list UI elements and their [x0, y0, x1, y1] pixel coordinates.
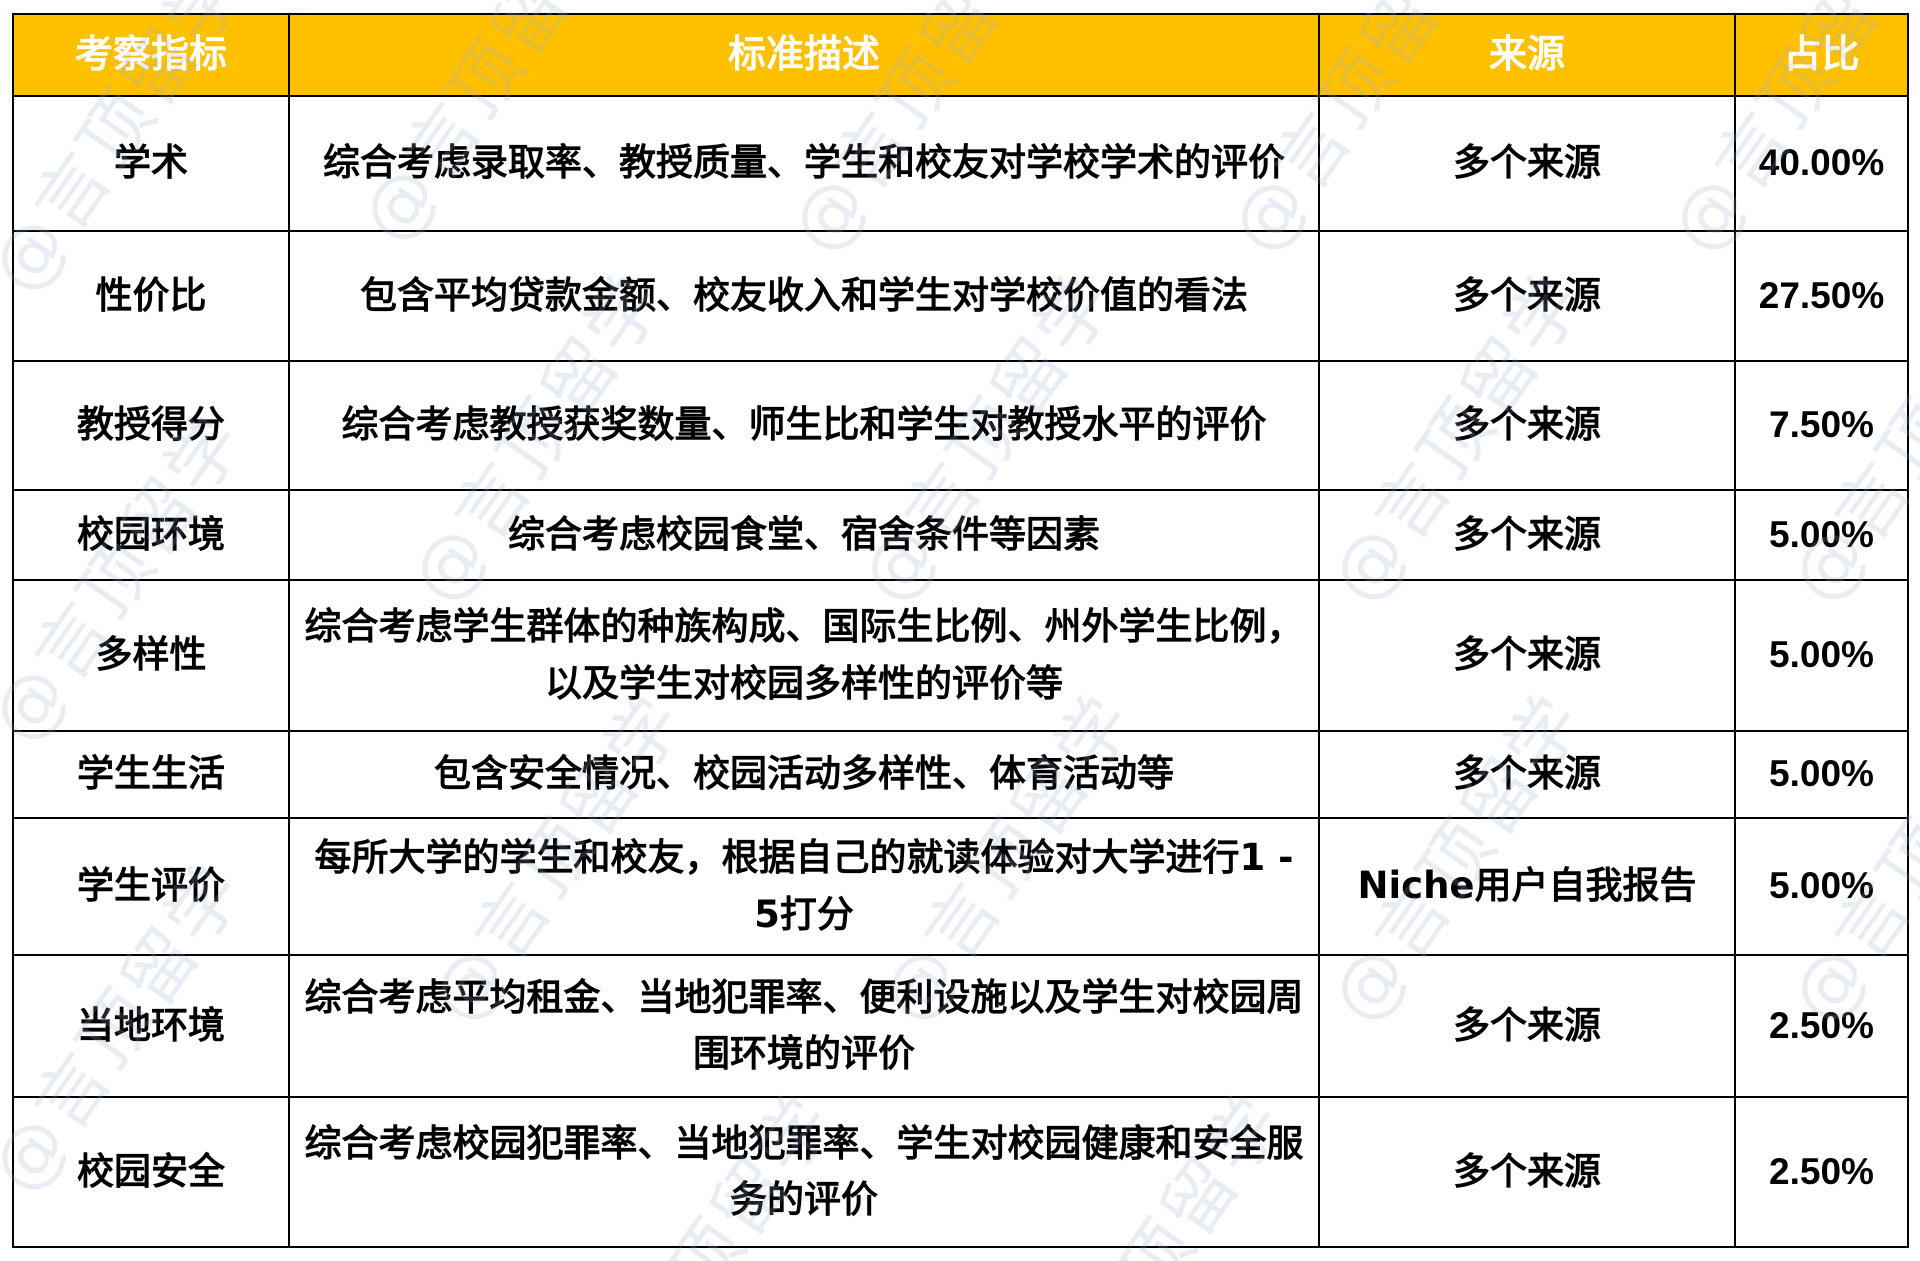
table-row: 学生评价 每所大学的学生和校友，根据自己的就读体验对大学进行1 - 5打分 Ni… — [12, 817, 1909, 956]
weight-cell: 5.00% — [1734, 730, 1909, 819]
weight-cell: 7.50% — [1734, 360, 1909, 491]
weight-cell: 5.00% — [1734, 489, 1909, 581]
table-row: 当地环境 综合考虑平均租金、当地犯罪率、便利设施以及学生对校园周围环境的评价 多… — [12, 954, 1909, 1098]
indicator-cell: 当地环境 — [12, 954, 290, 1098]
indicator-cell: 学术 — [12, 95, 290, 232]
source-cell: Niche用户自我报告 — [1318, 817, 1736, 956]
indicator-cell: 校园安全 — [12, 1096, 290, 1248]
source-cell: 多个来源 — [1318, 489, 1736, 581]
indicator-cell: 多样性 — [12, 579, 290, 732]
header-row: 考察指标 标准描述 来源 占比 — [12, 13, 1909, 97]
table-row: 多样性 综合考虑学生群体的种族构成、国际生比例、州外学生比例，以及学生对校园多样… — [12, 579, 1909, 732]
indicator-cell: 性价比 — [12, 230, 290, 362]
source-cell: 多个来源 — [1318, 95, 1736, 232]
description-cell: 综合考虑校园食堂、宿舍条件等因素 — [288, 489, 1320, 581]
indicator-cell: 学生评价 — [12, 817, 290, 956]
indicator-cell: 教授得分 — [12, 360, 290, 491]
description-cell: 包含平均贷款金额、校友收入和学生对学校价值的看法 — [288, 230, 1320, 362]
description-cell: 包含安全情况、校园活动多样性、体育活动等 — [288, 730, 1320, 819]
source-cell: 多个来源 — [1318, 1096, 1736, 1248]
weight-cell: 2.50% — [1734, 954, 1909, 1098]
header-indicator: 考察指标 — [12, 13, 290, 97]
weight-cell: 40.00% — [1734, 95, 1909, 232]
description-cell: 每所大学的学生和校友，根据自己的就读体验对大学进行1 - 5打分 — [288, 817, 1320, 956]
source-cell: 多个来源 — [1318, 954, 1736, 1098]
weight-cell: 2.50% — [1734, 1096, 1909, 1248]
source-cell: 多个来源 — [1318, 730, 1736, 819]
description-cell: 综合考虑平均租金、当地犯罪率、便利设施以及学生对校园周围环境的评价 — [288, 954, 1320, 1098]
indicator-cell: 学生生活 — [12, 730, 290, 819]
table-row: 性价比 包含平均贷款金额、校友收入和学生对学校价值的看法 多个来源 27.50% — [12, 230, 1909, 362]
table-row: 校园环境 综合考虑校园食堂、宿舍条件等因素 多个来源 5.00% — [12, 489, 1909, 581]
indicator-cell: 校园环境 — [12, 489, 290, 581]
table-row: 教授得分 综合考虑教授获奖数量、师生比和学生对教授水平的评价 多个来源 7.50… — [12, 360, 1909, 491]
header-description: 标准描述 — [288, 13, 1320, 97]
description-cell: 综合考虑学生群体的种族构成、国际生比例、州外学生比例，以及学生对校园多样性的评价… — [288, 579, 1320, 732]
table-row: 学术 综合考虑录取率、教授质量、学生和校友对学校学术的评价 多个来源 40.00… — [12, 95, 1909, 232]
table-row: 学生生活 包含安全情况、校园活动多样性、体育活动等 多个来源 5.00% — [12, 730, 1909, 819]
weight-cell: 27.50% — [1734, 230, 1909, 362]
table-row: 校园安全 综合考虑校园犯罪率、当地犯罪率、学生对校园健康和安全服务的评价 多个来… — [12, 1096, 1909, 1248]
ranking-criteria-table: 考察指标 标准描述 来源 占比 学术 综合考虑录取率、教授质量、学生和校友对学校… — [12, 13, 1909, 1248]
weight-cell: 5.00% — [1734, 817, 1909, 956]
header-weight: 占比 — [1734, 13, 1909, 97]
description-cell: 综合考虑录取率、教授质量、学生和校友对学校学术的评价 — [288, 95, 1320, 232]
source-cell: 多个来源 — [1318, 579, 1736, 732]
description-cell: 综合考虑校园犯罪率、当地犯罪率、学生对校园健康和安全服务的评价 — [288, 1096, 1320, 1248]
source-cell: 多个来源 — [1318, 230, 1736, 362]
weight-cell: 5.00% — [1734, 579, 1909, 732]
description-cell: 综合考虑教授获奖数量、师生比和学生对教授水平的评价 — [288, 360, 1320, 491]
source-cell: 多个来源 — [1318, 360, 1736, 491]
header-source: 来源 — [1318, 13, 1736, 97]
